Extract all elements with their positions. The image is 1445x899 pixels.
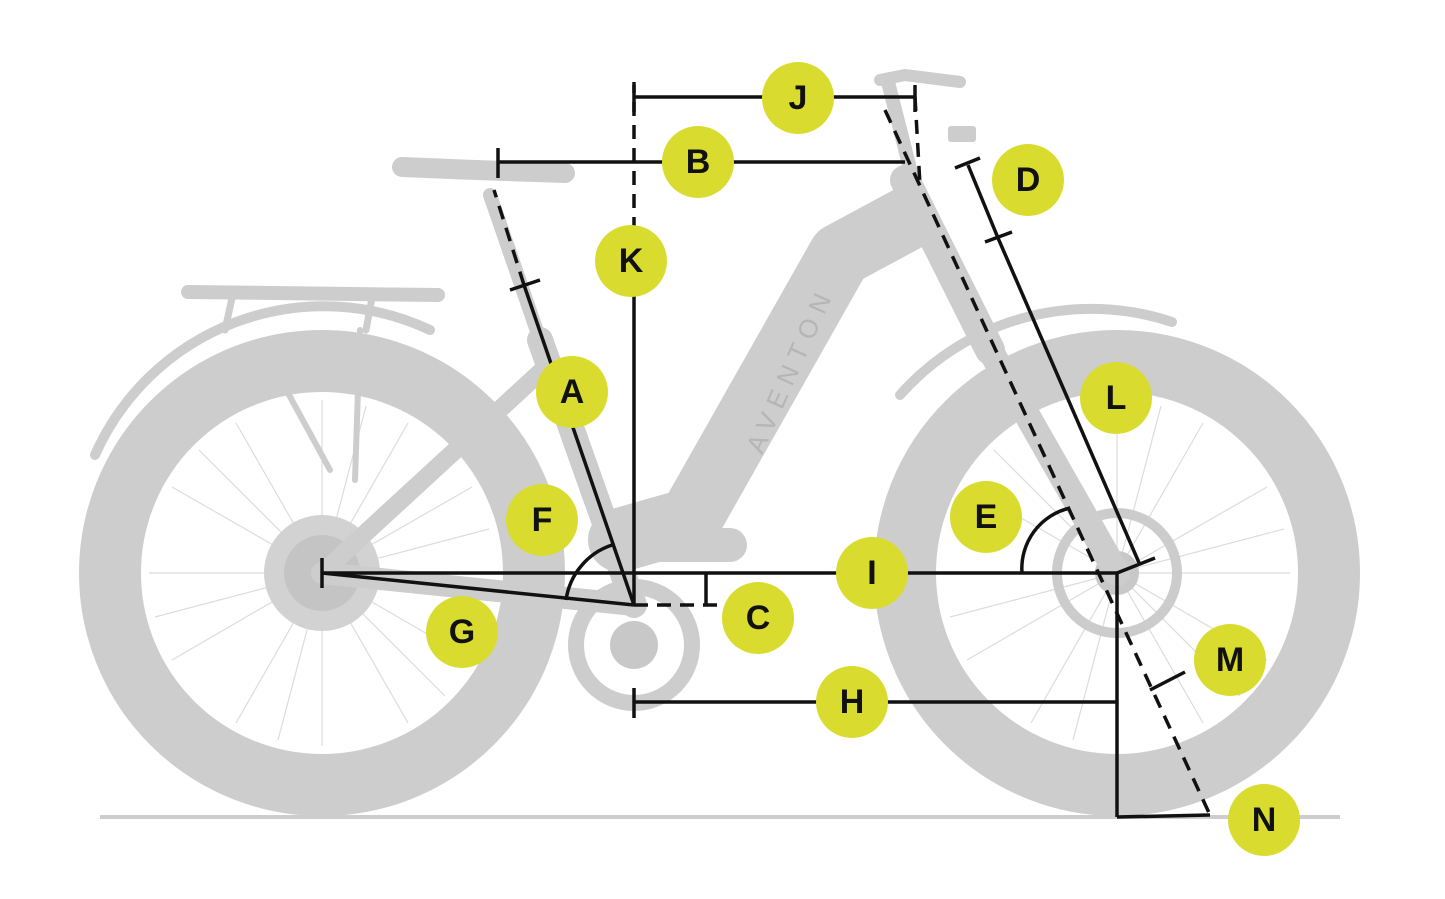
badge-i: I [836, 537, 908, 609]
svg-text:E: E [975, 498, 998, 536]
badge-a: A [536, 356, 608, 428]
saddle [392, 157, 575, 183]
badge-c: C [722, 582, 794, 654]
svg-text:N: N [1252, 801, 1277, 839]
svg-text:J: J [789, 79, 808, 117]
front-fender [895, 303, 1177, 400]
badge-n: N [1228, 784, 1300, 856]
badge-h: H [816, 666, 888, 738]
svg-text:G: G [449, 613, 475, 651]
measure-l-line [996, 237, 1142, 566]
rear-rack [181, 285, 445, 302]
svg-text:B: B [686, 143, 711, 181]
stem [881, 75, 925, 207]
measure-d-line [966, 164, 1000, 239]
svg-text:I: I [867, 554, 876, 592]
badge-e: E [950, 481, 1022, 553]
angle-f-arc [564, 543, 613, 601]
badge-d: D [992, 144, 1064, 216]
badge-m: M [1194, 624, 1266, 696]
badge-f: F [506, 484, 578, 556]
measure-n-line [1116, 813, 1211, 819]
badge-g: G [426, 596, 498, 668]
svg-text:M: M [1216, 641, 1244, 679]
badge-j: J [762, 62, 834, 134]
badge-b: B [662, 126, 734, 198]
svg-text:H: H [840, 683, 865, 721]
svg-text:A: A [560, 373, 585, 411]
svg-text:C: C [746, 599, 771, 637]
measure-g-line [321, 571, 635, 607]
measure-a-line [522, 284, 636, 606]
badge-k: K [595, 225, 667, 297]
angle-e-arc [1020, 506, 1071, 574]
svg-text:F: F [532, 501, 553, 539]
badge-l: L [1080, 362, 1152, 434]
badges: A B C D E F G H [426, 62, 1300, 856]
svg-text:K: K [619, 242, 644, 280]
steering-axis-line [883, 109, 1212, 816]
svg-text:D: D [1016, 161, 1041, 199]
rear-fender [90, 301, 435, 460]
svg-text:L: L [1106, 379, 1127, 417]
